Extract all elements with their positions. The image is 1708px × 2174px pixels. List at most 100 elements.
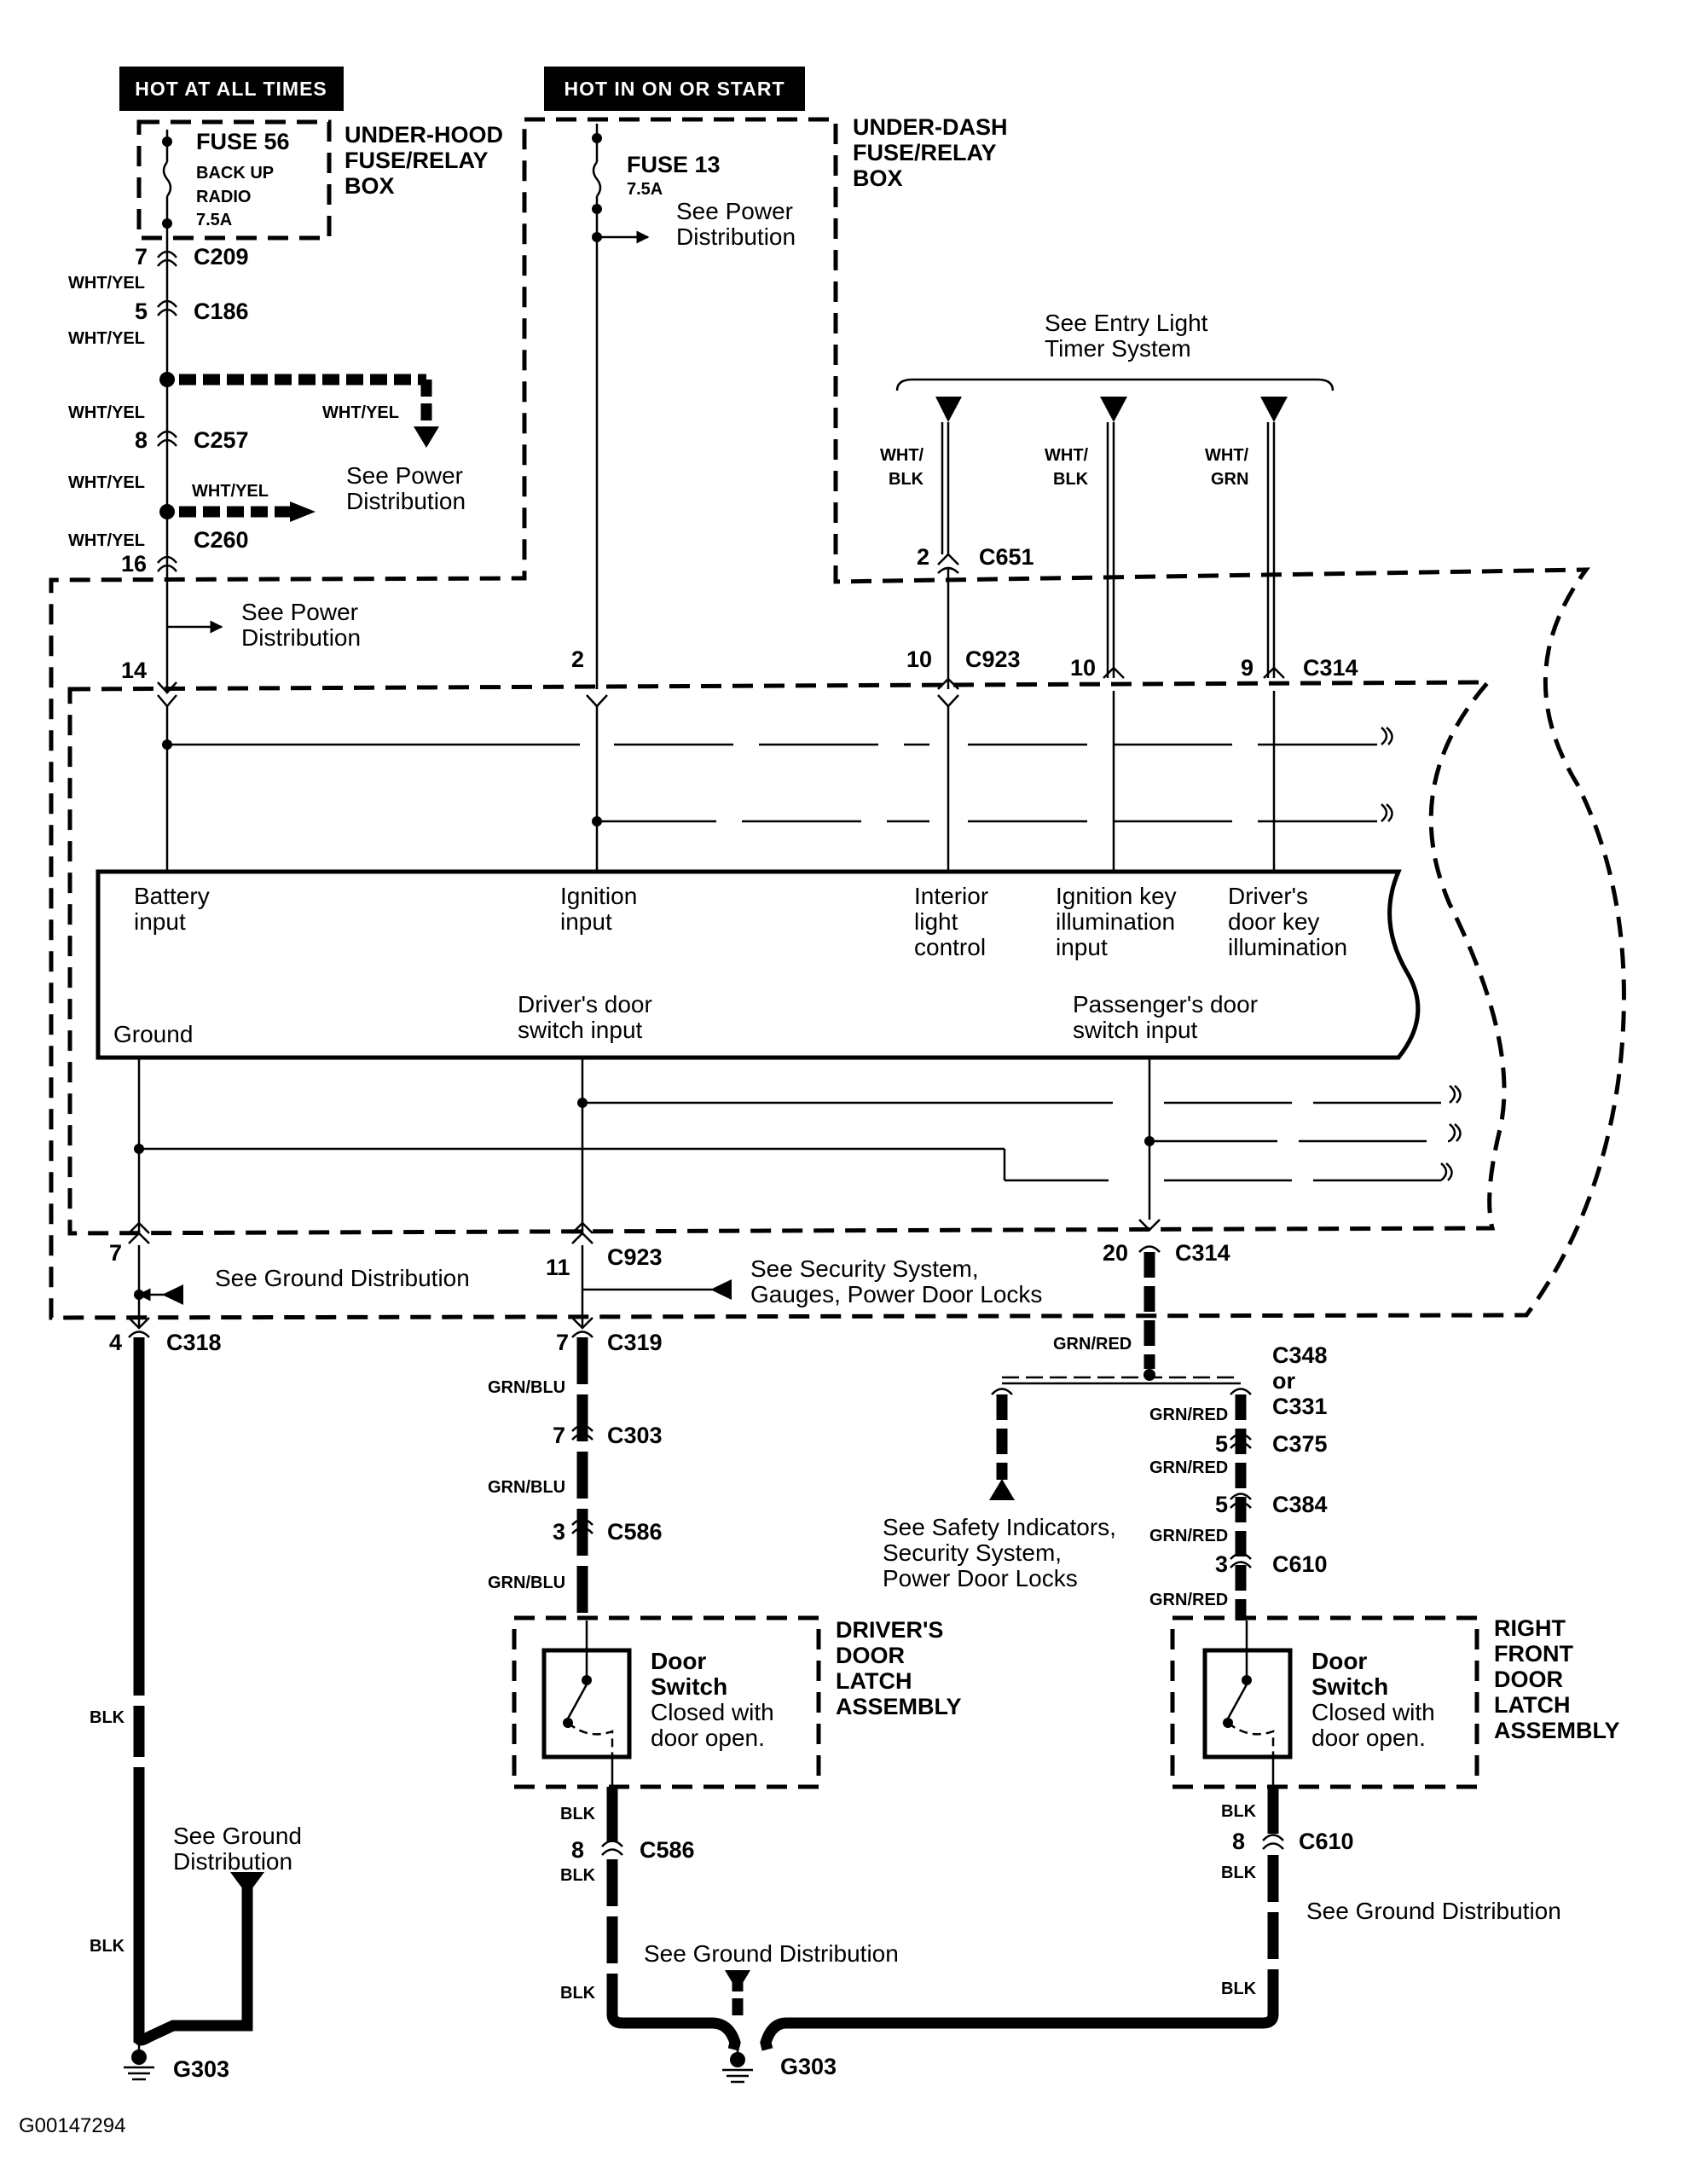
- svg-text:Switch: Switch: [651, 1673, 727, 1700]
- ignition-input-label: Ignition: [560, 883, 637, 909]
- see-ground-distribution-1: See Ground Distribution: [215, 1265, 470, 1291]
- control-unit-box: [67, 680, 1507, 1236]
- pin-5-c375: 5: [1215, 1431, 1228, 1457]
- driver-door-switch: Door Switch Closed with door open.: [541, 1620, 774, 1787]
- svg-text:RADIO: RADIO: [196, 188, 251, 206]
- see-security-system-b: Gauges, Power Door Locks: [750, 1281, 1042, 1307]
- c923-top-label: C923: [965, 646, 1021, 672]
- under-hood-label-3: BOX: [344, 173, 395, 199]
- c586-top-label: C586: [607, 1519, 663, 1545]
- c651-label: C651: [979, 544, 1034, 570]
- c260-label: C260: [194, 527, 249, 553]
- wire-wht-yel-6: WHT/YEL: [192, 482, 269, 501]
- pin-7-ground: 7: [109, 1240, 122, 1266]
- see-power-distribution-1b: Distribution: [676, 223, 796, 250]
- battery-feed-wire: [157, 247, 439, 694]
- wire-wht-blk-label-2: WHT/: [1045, 446, 1089, 465]
- pin-11-c923: 11: [546, 1255, 570, 1280]
- pin-8-c610: 8: [1232, 1829, 1245, 1854]
- svg-text:HOT AT ALL TIMES: HOT AT ALL TIMES: [135, 78, 327, 100]
- pin-3-c610: 3: [1215, 1551, 1228, 1577]
- right-latch-label-c: DOOR: [1494, 1667, 1563, 1692]
- see-ground-distribution-2b: Distribution: [173, 1848, 292, 1875]
- control-module: [96, 869, 1421, 1060]
- driver-door-key-label: Driver's: [1228, 883, 1308, 909]
- passenger-switch-input-label-b: switch input: [1073, 1017, 1198, 1043]
- c375-label: C375: [1272, 1431, 1328, 1457]
- pin-4-c318: 4: [109, 1330, 122, 1355]
- see-power-distribution-2b: Distribution: [346, 488, 466, 514]
- interior-light-control-label: Interior: [914, 883, 988, 909]
- wire-grn-red-2: GRN/RED: [1149, 1406, 1228, 1424]
- under-dash-label-3: BOX: [853, 165, 903, 191]
- interior-light-control-label-c: control: [914, 934, 986, 960]
- wire-blk-right-1: BLK: [1221, 1802, 1257, 1821]
- wire-blk-left-1: BLK: [90, 1708, 125, 1727]
- ignition-input-label-b: input: [560, 908, 612, 935]
- wire-wht-yel-3: WHT/YEL: [68, 403, 145, 422]
- ground-wire-c318: [124, 1330, 264, 2081]
- battery-input-label: Battery: [134, 883, 210, 909]
- c257-label: C257: [194, 427, 249, 453]
- svg-text:Door: Door: [651, 1648, 706, 1674]
- svg-text:Closed with: Closed with: [1311, 1699, 1435, 1725]
- wire-grn-red-4: GRN/RED: [1149, 1527, 1228, 1545]
- svg-text:HOT IN ON OR START: HOT IN ON OR START: [564, 78, 785, 100]
- see-safety-indicators-c: Power Door Locks: [883, 1565, 1078, 1591]
- see-ground-distribution-4: See Ground Distribution: [1306, 1898, 1561, 1924]
- c610-bottom-label: C610: [1299, 1829, 1354, 1854]
- wire-wht-grn-label: WHT/: [1205, 446, 1249, 465]
- see-power-distribution-3: See Power: [241, 599, 358, 625]
- figure-id: G00147294: [19, 2114, 125, 2137]
- pin-7-c319: 7: [556, 1330, 569, 1355]
- pin-14: 14: [121, 658, 147, 683]
- see-entry-light-timer: See Entry Light: [1045, 310, 1208, 336]
- c318-label: C318: [166, 1330, 222, 1355]
- module-internal-wiring: [157, 691, 1393, 870]
- right-latch-box: [1170, 1615, 1479, 1789]
- passenger-switch-input-label: Passenger's door: [1073, 991, 1258, 1017]
- c923-bottom-label: C923: [607, 1244, 663, 1270]
- pin-7-c303: 7: [553, 1423, 565, 1448]
- ground-label: Ground: [113, 1021, 193, 1047]
- g303-right-label: G303: [780, 2054, 837, 2079]
- pin-9-c314: 9: [1241, 655, 1253, 681]
- c331-label: C331: [1272, 1394, 1328, 1419]
- pin-5-c384: 5: [1215, 1492, 1228, 1517]
- ignition-key-illumination-label-c: input: [1056, 934, 1108, 960]
- driver-latch-box: [512, 1615, 821, 1789]
- under-hood-fuse-box: [136, 119, 332, 241]
- wire-wht-blk-label: WHT/: [880, 446, 924, 465]
- fuse-56: FUSE 56 BACK UP RADIO 7.5A: [162, 129, 290, 247]
- c314-bottom-label: C314: [1175, 1240, 1230, 1266]
- hot-at-all-times-header: HOT AT ALL TIMES: [119, 67, 344, 111]
- door-ground-wires: [601, 1787, 1284, 2084]
- pin-7-c209: 7: [135, 244, 148, 270]
- svg-text:Closed with: Closed with: [651, 1699, 774, 1725]
- fuse-13: FUSE 13 7.5A: [592, 124, 721, 689]
- wire-wht-yel-5: WHT/YEL: [68, 473, 145, 492]
- see-ground-distribution-2: See Ground: [173, 1823, 302, 1849]
- driver-door-key-label-c: illumination: [1228, 934, 1347, 960]
- right-latch-label-d: LATCH: [1494, 1692, 1570, 1718]
- see-security-system: See Security System,: [750, 1255, 979, 1282]
- wire-blk-right-3: BLK: [1221, 1980, 1257, 1998]
- interior-light-control-label-b: light: [914, 908, 958, 935]
- svg-text:7.5A: 7.5A: [196, 211, 232, 229]
- right-latch-label-e: ASSEMBLY: [1494, 1718, 1620, 1743]
- wire-wht-yel-1: WHT/YEL: [68, 274, 145, 293]
- c319-label: C319: [607, 1330, 663, 1355]
- ignition-key-illumination-label-b: illumination: [1056, 908, 1175, 935]
- c314-top-label: C314: [1303, 655, 1358, 681]
- right-door-switch: Door Switch Closed with door open.: [1202, 1620, 1435, 1787]
- wire-wht-blk-label-2b: BLK: [1053, 470, 1089, 489]
- c610-top-label: C610: [1272, 1551, 1328, 1577]
- ignition-key-illumination-label: Ignition key: [1056, 883, 1177, 909]
- see-safety-indicators-b: Security System,: [883, 1539, 1062, 1566]
- driver-switch-input-label: Driver's door: [518, 991, 652, 1017]
- driver-latch-label-c: LATCH: [836, 1668, 912, 1694]
- svg-text:door open.: door open.: [1311, 1725, 1426, 1751]
- svg-text:7.5A: 7.5A: [627, 180, 663, 199]
- pin-2-c651: 2: [917, 544, 929, 570]
- wire-blk-left-2: BLK: [90, 1937, 125, 1956]
